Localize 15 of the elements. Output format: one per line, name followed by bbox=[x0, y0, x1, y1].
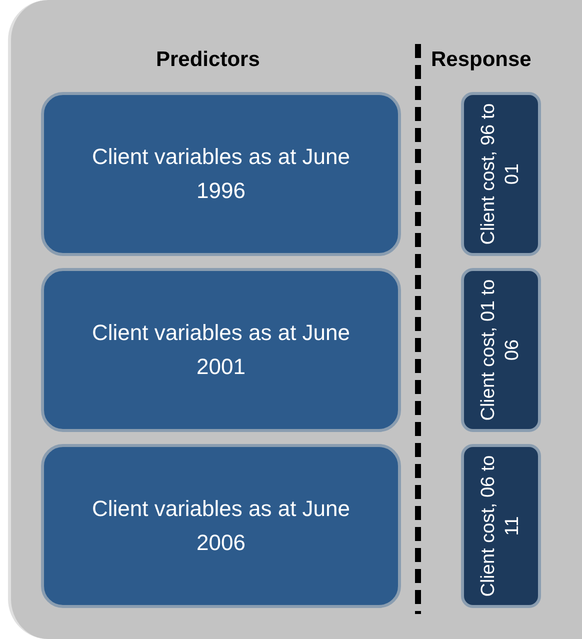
box-text: Client variables as at June 1996 bbox=[90, 143, 352, 205]
box-text: Client variables as at June 2006 bbox=[90, 495, 352, 557]
column-heading: Response bbox=[431, 47, 532, 73]
response-box bbox=[461, 268, 541, 432]
predictor-box bbox=[41, 268, 401, 432]
panel-background bbox=[8, 0, 582, 639]
column-heading: Predictors bbox=[156, 47, 260, 73]
response-box bbox=[461, 92, 541, 256]
response-box bbox=[461, 444, 541, 608]
predictor-box bbox=[41, 444, 401, 608]
box-text: Client cost, 96 to 01 bbox=[477, 102, 524, 247]
box-text: Client cost, 06 to 11 bbox=[477, 454, 524, 599]
box-text: Client cost, 01 to 06 bbox=[477, 278, 524, 423]
box-text: Client variables as at June 2001 bbox=[90, 319, 352, 381]
predictor-box bbox=[41, 92, 401, 256]
